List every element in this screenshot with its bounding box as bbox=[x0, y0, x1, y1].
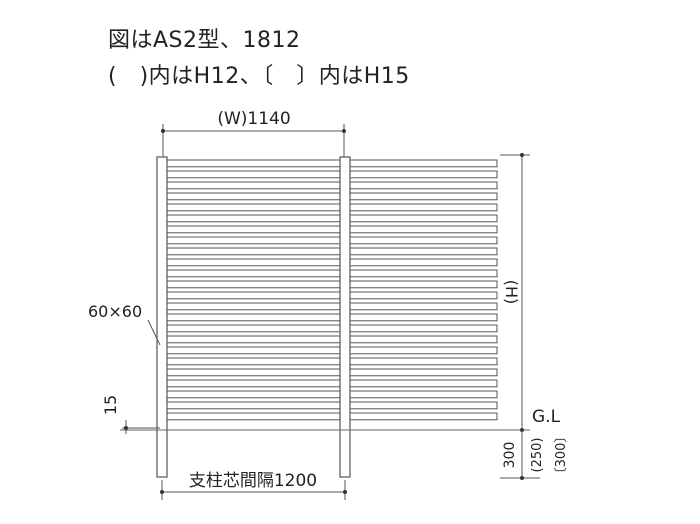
slat bbox=[349, 335, 498, 344]
height-label: (H) bbox=[502, 280, 521, 305]
post-size-callout: 60×60 bbox=[88, 302, 161, 346]
slat bbox=[349, 170, 498, 179]
slat bbox=[166, 324, 341, 333]
slat bbox=[166, 269, 341, 278]
slat bbox=[166, 335, 341, 344]
slat bbox=[349, 225, 498, 234]
slat bbox=[349, 236, 498, 245]
slat bbox=[166, 170, 341, 179]
caption-note: ( )内はH12、〔 〕内はH15 bbox=[108, 64, 410, 89]
depth-h12-label: (250) bbox=[530, 438, 545, 473]
slat bbox=[166, 192, 341, 201]
slat bbox=[349, 368, 498, 377]
slat bbox=[349, 181, 498, 190]
post-pitch-dimension: 支柱芯間隔1200 bbox=[160, 471, 347, 500]
slat bbox=[166, 280, 341, 289]
slat bbox=[349, 379, 498, 388]
slat bbox=[349, 280, 498, 289]
slat bbox=[166, 258, 341, 267]
slat bbox=[349, 401, 498, 410]
height-dimension: (H) bbox=[500, 153, 530, 432]
slat bbox=[166, 313, 341, 322]
slat bbox=[349, 313, 498, 322]
slat bbox=[166, 181, 341, 190]
bottom-gap-label: 15 bbox=[101, 395, 120, 415]
slat bbox=[349, 159, 498, 168]
slats-right-panel bbox=[349, 159, 498, 421]
slat bbox=[166, 203, 341, 212]
slat bbox=[349, 192, 498, 201]
caption-model: 図はAS2型、1812 bbox=[108, 28, 301, 53]
slat bbox=[166, 401, 341, 410]
slat bbox=[166, 368, 341, 377]
slats-left-panel bbox=[166, 159, 341, 421]
slat bbox=[166, 159, 341, 168]
slat bbox=[166, 291, 341, 300]
slat bbox=[166, 225, 341, 234]
slat bbox=[349, 357, 498, 366]
slat bbox=[349, 412, 498, 421]
slat bbox=[349, 324, 498, 333]
slat bbox=[166, 236, 341, 245]
slat bbox=[166, 247, 341, 256]
slat bbox=[166, 379, 341, 388]
slat bbox=[349, 302, 498, 311]
depth-h15-label: 〔300〕 bbox=[554, 430, 569, 481]
slat bbox=[166, 214, 341, 223]
slat bbox=[349, 291, 498, 300]
slat bbox=[166, 357, 341, 366]
slat bbox=[349, 269, 498, 278]
slat bbox=[349, 346, 498, 355]
width-dimension: (W)1140 bbox=[161, 109, 346, 157]
slat bbox=[349, 214, 498, 223]
bottom-gap-dimension: 15 bbox=[101, 395, 160, 434]
slat bbox=[166, 346, 341, 355]
slat bbox=[349, 247, 498, 256]
slat bbox=[349, 390, 498, 399]
slat bbox=[166, 412, 341, 421]
width-label: (W)1140 bbox=[217, 109, 290, 129]
slat bbox=[166, 390, 341, 399]
slat bbox=[166, 302, 341, 311]
post-size-label: 60×60 bbox=[88, 302, 142, 321]
ground-level-label: G.L bbox=[532, 407, 561, 427]
post-pitch-label: 支柱芯間隔1200 bbox=[189, 471, 317, 491]
depth-std-label: 300 bbox=[502, 442, 518, 469]
embed-depth-dimension: 300 (250) 〔300〕 bbox=[500, 430, 569, 481]
left-post bbox=[156, 156, 168, 478]
middle-post bbox=[339, 156, 351, 478]
slat bbox=[349, 203, 498, 212]
slat bbox=[349, 258, 498, 267]
